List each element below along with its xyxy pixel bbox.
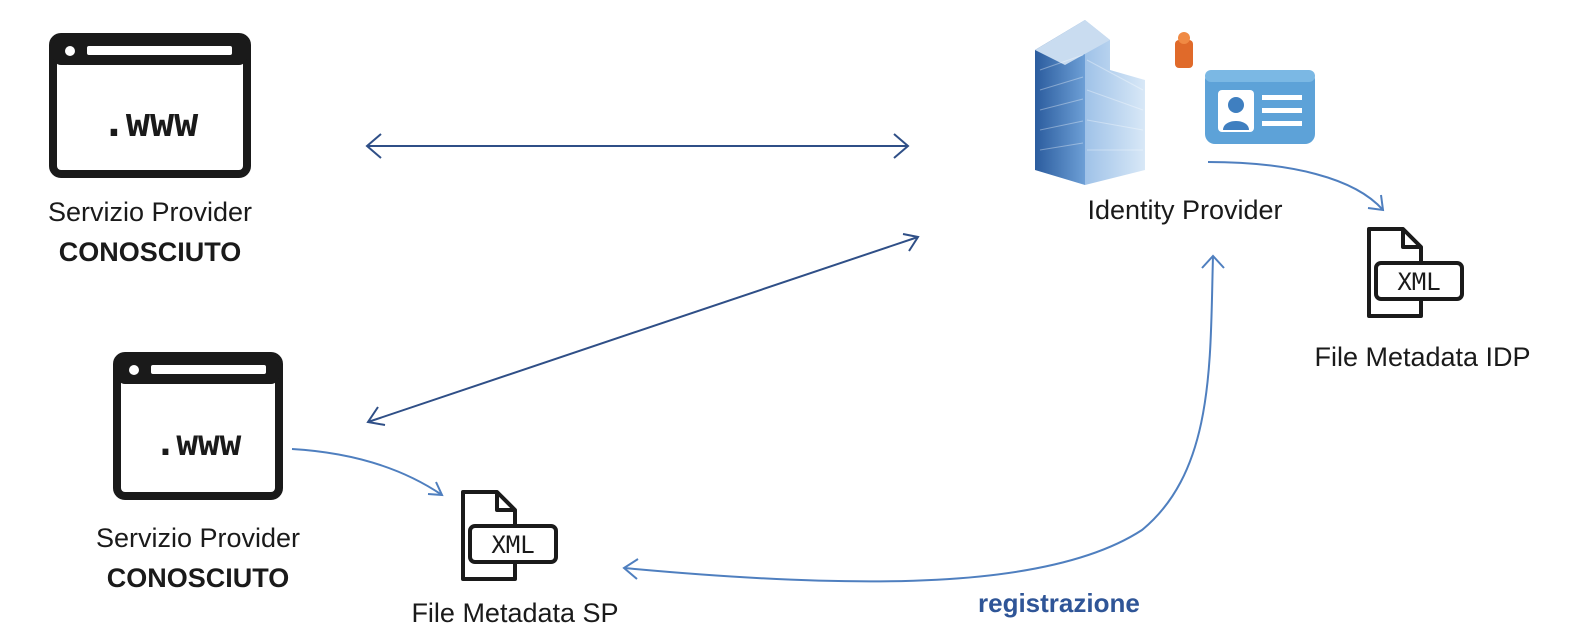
identity-provider-icon [1035, 20, 1315, 185]
arrow-sp-metadata [291, 448, 444, 497]
arrow-idp-metadata [1207, 161, 1385, 212]
xml-file-icon: XML [461, 490, 558, 581]
sp-bottom-label-line2: CONOSCIUTO [106, 563, 290, 593]
sp-top-label: Servizio Provider CONOSCIUTO [0, 192, 300, 272]
metadata-sp-label: File Metadata SP [411, 598, 619, 628]
id-badge-icon [1175, 32, 1315, 144]
sp-top-label-line1: Servizio Provider [47, 197, 253, 227]
arrow-sp-bottom-idp [366, 233, 920, 426]
registration-label: registrazione [978, 588, 1140, 618]
arrow-sp-top-idp [365, 133, 910, 159]
xml-icon-text: XML [1397, 268, 1440, 296]
identity-provider-label: Identity Provider [1087, 195, 1283, 225]
www-icon-text: .www [102, 100, 199, 146]
www-icon-text: .www [155, 423, 242, 464]
metadata-idp-label: File Metadata IDP [1314, 342, 1531, 372]
browser-window-icon: .www [49, 33, 251, 178]
sp-top-label-line2: CONOSCIUTO [58, 237, 242, 267]
sp-bottom-label-line1: Servizio Provider [95, 523, 301, 553]
xml-icon-text: XML [491, 531, 534, 559]
sp-bottom-label: Servizio Provider CONOSCIUTO [48, 518, 348, 598]
browser-window-icon: .www [113, 352, 283, 500]
building-icon [1035, 20, 1145, 185]
arrow-registration [622, 254, 1225, 583]
xml-file-icon: XML [1367, 227, 1464, 318]
